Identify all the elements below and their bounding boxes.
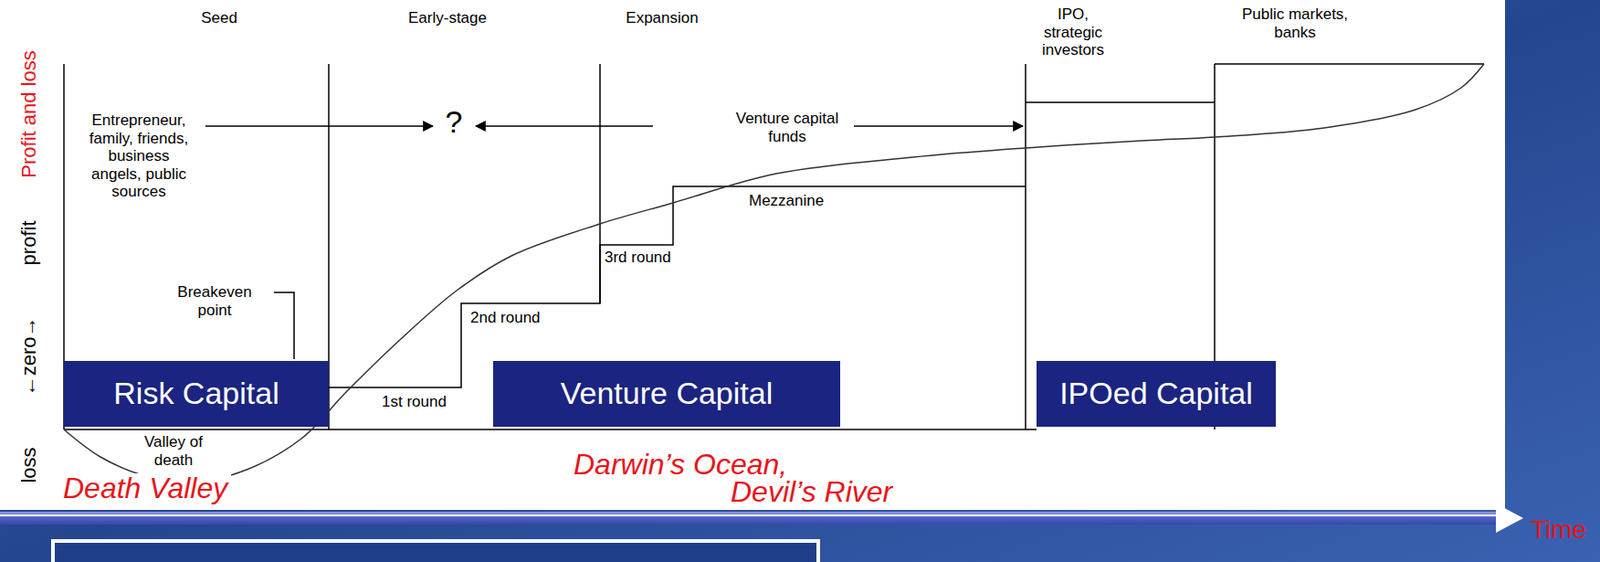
axis-title: loss ←zero→ profit	[17, 220, 41, 483]
funding-source: Entrepreneur, family, friends, business …	[84, 111, 194, 201]
round-label: Mezzanine	[748, 191, 824, 211]
box-title: IPOed Capital	[1059, 376, 1253, 411]
breakeven-marker	[273, 292, 295, 359]
capital-box: IPOed Capital	[1036, 360, 1276, 427]
funding-arrow	[853, 125, 1023, 127]
metaphor-label: Devil’s River	[730, 476, 893, 506]
funding-rounds-steps	[328, 186, 1026, 388]
stage-header: IPO, strategic investors	[1031, 5, 1116, 60]
round-label: 1st round	[381, 392, 447, 411]
zero-line	[63, 428, 1037, 431]
box-title: Venture Capital	[560, 376, 774, 411]
breakeven-label: Breakeven point	[173, 283, 256, 319]
stage-header: Public markets, banks	[1235, 5, 1355, 42]
time-axis-highlight	[0, 514, 1498, 516]
bottom-frame	[52, 540, 819, 562]
growth-curve	[63, 63, 1485, 482]
box-title: Risk Capital	[113, 376, 279, 411]
time-label: Time	[1530, 516, 1587, 543]
chart-panel	[0, 0, 1506, 510]
metaphor-label: Death Valley	[59, 473, 232, 503]
funding-arrow	[205, 125, 433, 127]
gap-mark: ?	[445, 105, 464, 137]
funding-source: Venture capital funds	[730, 109, 845, 146]
round-label: 3rd round	[604, 248, 672, 267]
stage-header: Seed	[200, 9, 238, 28]
time-arrowhead	[1495, 503, 1524, 533]
public-markets-level	[1214, 63, 1485, 65]
valley-label: Valley of death	[132, 432, 215, 469]
capital-box: Risk Capital	[63, 360, 329, 427]
capital-box: Venture Capital	[493, 360, 841, 427]
stage-header: Early-stage	[408, 9, 487, 28]
metaphor-label: Darwin’s Ocean,	[573, 449, 788, 479]
stage-divider	[1024, 63, 1027, 430]
round-label: 2nd round	[470, 308, 541, 327]
axis-title: Profit and loss	[17, 50, 41, 178]
funding-arrow	[475, 125, 653, 127]
ipo-level	[1025, 101, 1215, 104]
stage-header: Expansion	[625, 9, 698, 28]
time-axis	[0, 511, 1498, 525]
